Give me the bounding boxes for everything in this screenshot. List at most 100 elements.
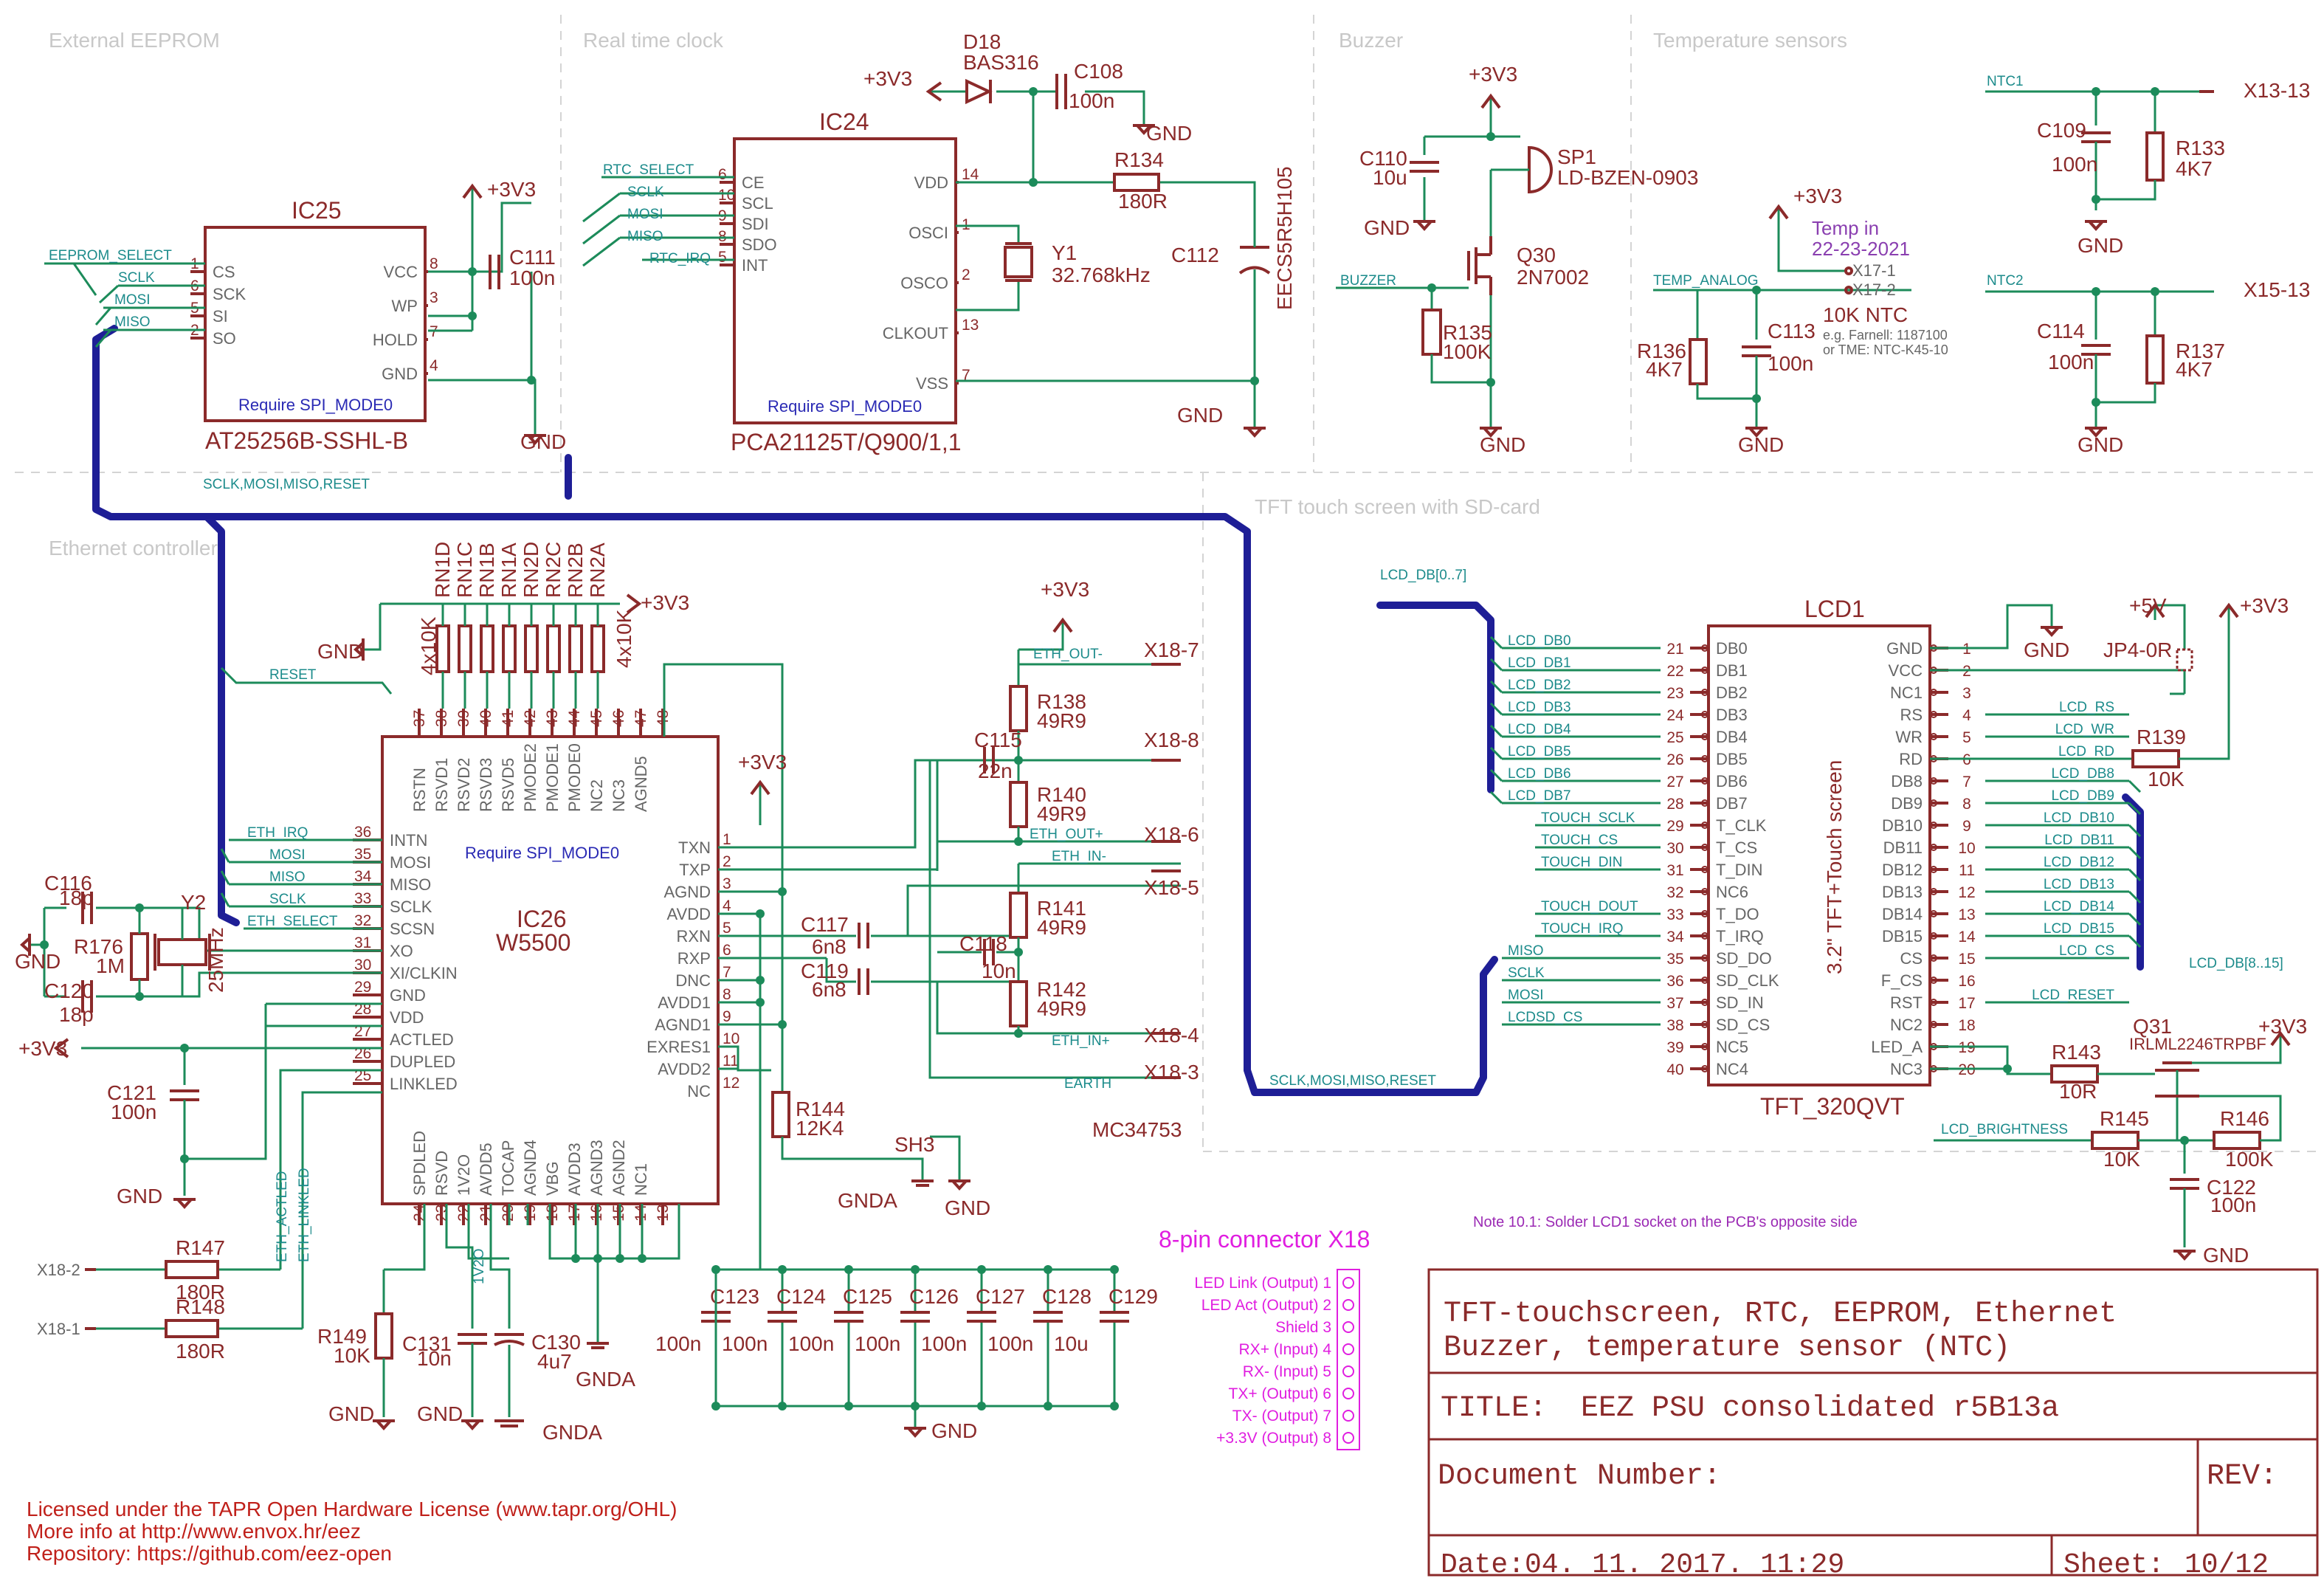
y2-ref: Y2	[181, 891, 206, 914]
pin-number: 15	[1958, 951, 1975, 968]
pin-number: 11	[723, 1053, 739, 1070]
connector-pin-label: TX+ (Output) 6	[1229, 1385, 1331, 1402]
rn-label: RN1D	[431, 542, 454, 598]
pin-name: SCK	[213, 285, 246, 303]
connector-pin	[1342, 1388, 1354, 1399]
temp-gnd-1: GND	[1738, 433, 1784, 456]
pin-socket	[1930, 999, 1937, 1006]
bus-entry	[1489, 724, 1503, 738]
pin-socket	[1701, 932, 1708, 940]
pin-name: NC1	[1890, 683, 1923, 702]
r176-ref: R176	[74, 935, 123, 958]
net-label: LCD_DB13	[2044, 877, 2114, 892]
r142-ref: R142	[1037, 978, 1086, 1001]
pin-number: 37	[411, 710, 428, 727]
bus-entry	[1489, 658, 1503, 672]
q30-val: 2N7002	[1517, 266, 1589, 289]
net-label: LCD_DB2	[1508, 678, 1571, 693]
capbank-wiring	[714, 1268, 1114, 1438]
pin-name: EXRES1	[646, 1038, 711, 1056]
pin-name: DB10	[1882, 816, 1923, 835]
net-label: LCD_CS	[2059, 943, 2114, 959]
r148-ref: R148	[176, 1295, 225, 1318]
r136-ref: R136	[1637, 340, 1686, 362]
r133-val: 4K7	[2176, 157, 2213, 180]
lcd-net-brightness: LCD_BRIGHTNESS	[1941, 1122, 2068, 1137]
c110-val: 10u	[1373, 166, 1407, 189]
pin-number: 25	[1666, 729, 1683, 746]
date-value: 04. 11. 2017. 11:29	[1525, 1549, 1844, 1581]
title-desc-2: Buzzer, temperature sensor (NTC)	[1444, 1332, 2010, 1365]
pin-socket	[1930, 822, 1937, 829]
pin-name: INT	[742, 256, 768, 275]
eth-supply-top: +3V3	[1041, 578, 1089, 601]
pin-name: LINKLED	[390, 1075, 458, 1093]
pin-socket	[1701, 999, 1708, 1006]
pin-number: 41	[500, 710, 517, 727]
pin-name: AVDD5	[477, 1143, 495, 1196]
r145-ref: R145	[2100, 1107, 2149, 1130]
r147-val: 180R	[176, 1281, 225, 1303]
sheet-value: 10/12	[2185, 1549, 2269, 1581]
connector-pin	[1342, 1321, 1354, 1333]
pin-number: 19	[522, 1205, 539, 1222]
connector-pin-label: LED Link (Output) 1	[1194, 1275, 1331, 1292]
c130-ref: C130	[531, 1331, 581, 1354]
cap-ref: C126	[909, 1285, 959, 1308]
eth-crystal	[20, 892, 382, 1013]
sp1-ref: SP1	[1557, 145, 1596, 168]
pin-name: SD_DO	[1716, 949, 1772, 968]
pin-number: 42	[522, 710, 539, 727]
pin-socket	[1701, 644, 1708, 652]
pin-name: AGND3	[587, 1140, 606, 1196]
pin-name: SDO	[742, 235, 777, 254]
pin-name: T_CS	[1716, 838, 1757, 857]
pin-name: VCC	[1889, 661, 1923, 680]
pin-number: 44	[566, 709, 583, 727]
pin-number: 37	[1666, 995, 1683, 1012]
eeprom-net-mosi: MOSI	[114, 292, 151, 308]
pin-name: NC	[687, 1082, 711, 1100]
ic26-note: Require SPI_MODE0	[465, 844, 619, 862]
pin-name: AVDD2	[658, 1060, 711, 1078]
pin-name: AGND	[663, 883, 711, 901]
pin-name: VDD	[390, 1008, 424, 1027]
rn-resistor	[458, 624, 472, 673]
cap-val: 100n	[655, 1332, 701, 1355]
temp-circuit	[1653, 87, 2214, 438]
pin-name: CS	[1900, 949, 1923, 968]
pin-number: 13	[962, 317, 979, 334]
pin-number: 29	[1666, 818, 1683, 835]
r136-val: 4K7	[1646, 358, 1683, 381]
c117-val: 6n8	[812, 935, 846, 958]
pin-socket	[1701, 866, 1708, 873]
net-label: LCD_RESET	[2032, 988, 2114, 1003]
pin-number: 31	[354, 934, 371, 951]
pin-number: 26	[1666, 751, 1683, 768]
x187-label: X18-7	[1144, 638, 1199, 661]
r176-val: 1M	[96, 954, 125, 977]
pin-name: RXN	[677, 927, 711, 946]
pin-number: 23	[1666, 685, 1683, 702]
pin-socket	[1930, 711, 1937, 718]
pin-socket	[1930, 932, 1937, 940]
eth-power-left	[53, 1002, 382, 1338]
r140-val: 49R9	[1037, 802, 1086, 825]
temp-gnd-3: GND	[2078, 433, 2123, 456]
pin-number: 34	[1666, 929, 1684, 946]
r133-ref: R133	[2176, 137, 2225, 159]
ic26-w5500: IC26 W5500 Require SPI_MODE0	[381, 735, 720, 1205]
pin-socket	[1701, 711, 1708, 718]
license-line-2: More info at http://www.envox.hr/eez	[27, 1520, 361, 1543]
pin-number: 36	[354, 824, 371, 841]
pin-number: 3	[430, 289, 438, 306]
pin-name: RD	[1899, 750, 1923, 768]
pin-number: 8	[1962, 796, 1971, 813]
temp-gnd-2: GND	[2078, 234, 2123, 257]
r141-ref: R141	[1037, 897, 1086, 920]
c118-val: 10n	[982, 960, 1016, 982]
pin-number: 9	[1962, 818, 1971, 835]
rtc-net-mosi: MOSI	[627, 207, 663, 222]
